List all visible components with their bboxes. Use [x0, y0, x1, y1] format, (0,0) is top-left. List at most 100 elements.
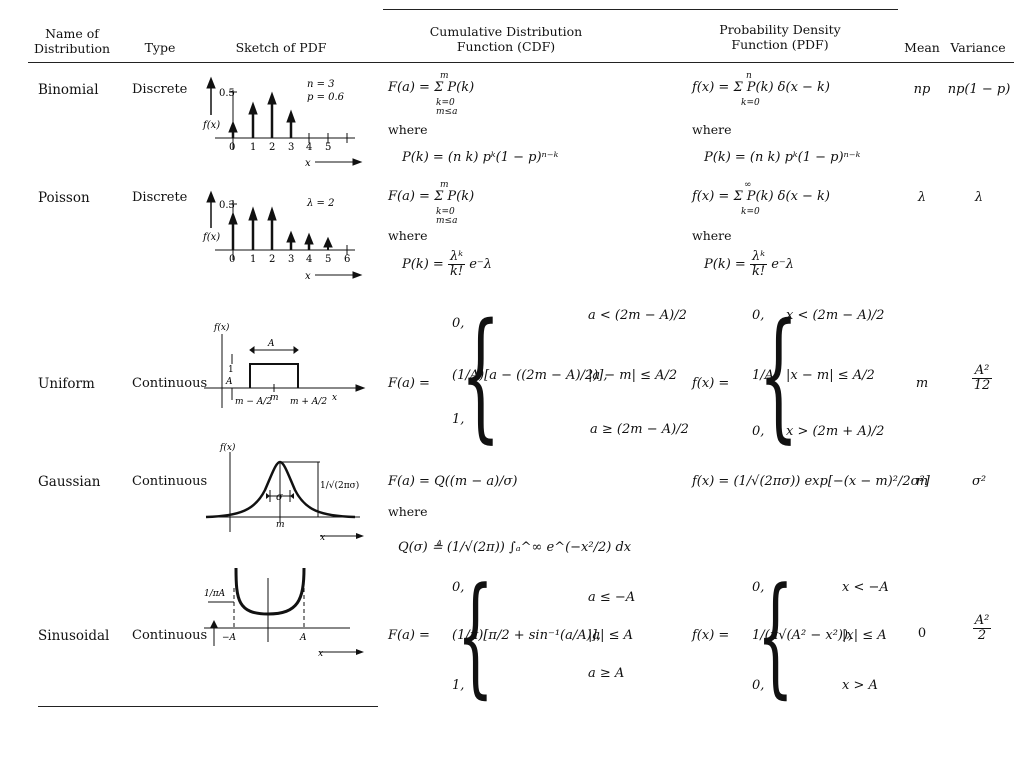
variance-den: 12	[973, 378, 991, 393]
uniform-cdf-c1-cond: a < (2m − A)/2	[588, 308, 687, 323]
sinusoidal-cdf-c3-cond: a ≥ A	[588, 666, 625, 681]
sketch-ytick: 1/πA	[204, 589, 226, 599]
binomial-cdf-sum-cond: m≤a	[436, 107, 458, 117]
row-name-gaussian: Gaussian	[38, 474, 101, 490]
sinusoidal-pdf-c3: 0,	[752, 678, 765, 693]
row-name-uniform: Uniform	[38, 376, 95, 392]
tick-label: 5	[325, 142, 331, 153]
sketch-center: m	[270, 393, 279, 403]
gaussian-q: Q(σ) ≜ (1/√(2π)) ∫ₐ^∞ e^(−x²/2) dx	[398, 540, 632, 555]
uniform-cdf-c1: 0,	[452, 316, 465, 331]
header-rule	[28, 62, 1014, 63]
uniform-pdf-c3-cond: x > (2m + A)/2	[786, 424, 885, 439]
sinusoidal-pdf-c1-cond: x < −A	[842, 580, 889, 595]
uniform-pdf-lhs: f(x) =	[692, 376, 730, 391]
poisson-pdf: f(x) = Σ P(k) δ(x − k)	[692, 189, 831, 204]
header-mean: Mean	[904, 40, 940, 55]
poisson-cdf-sum-cond: m≤a	[436, 216, 458, 226]
sinusoidal-pdf-c1: 0,	[752, 580, 765, 595]
sketch-gaussian: f(x) σ m 1/√(2πσ) x	[205, 442, 364, 543]
poisson-cdf-sum-top: m	[440, 180, 449, 190]
header-cdf: Cumulative Distribution Function (CDF)	[429, 24, 583, 54]
sketch-height-den: A	[225, 377, 233, 387]
pk-num: λᵏ	[447, 250, 466, 265]
tick-label: 0	[229, 254, 235, 265]
poisson-cdf: F(a) = Σ P(k)	[388, 189, 475, 204]
uniform-cdf-c2-cond: |a − m| ≤ A/2	[588, 368, 678, 383]
pk-right: e⁻λ	[771, 257, 794, 272]
binomial-cdf-where: where	[388, 122, 428, 137]
pk-left: P(k) =	[402, 257, 444, 272]
binomial-pdf-pk: P(k) = (n k) pᵏ(1 − p)ⁿ⁻ᵏ	[704, 150, 861, 165]
pk-den: k!	[449, 264, 464, 279]
binomial-pdf-sum-bottom: k=0	[741, 98, 760, 108]
binomial-cdf-pk: P(k) = (n k) pᵏ(1 − p)ⁿ⁻ᵏ	[402, 150, 559, 165]
sinusoidal-cdf-c1-cond: a ≤ −A	[588, 590, 636, 605]
tick-label: 3	[288, 142, 294, 153]
pk-left: P(k) =	[704, 257, 746, 272]
sinusoidal-mean: 0	[917, 626, 927, 641]
sketch-right: A	[299, 633, 307, 643]
sketch-binomial: 0.5 f(x) n = 3 p = 0.6 0 1 2 3 4 5 x	[202, 76, 363, 169]
header-sketch: Sketch of PDF	[235, 40, 327, 55]
row-name-sinusoidal: Sinusoidal	[38, 628, 110, 644]
sketch-ylabel: f(x)	[219, 442, 236, 453]
uniform-cdf-lhs: F(a) =	[388, 376, 430, 391]
row-type-uniform: Continuous	[132, 376, 208, 391]
binomial-mean: np	[913, 82, 931, 97]
sketch-right: m + A/2	[290, 397, 327, 407]
sketch-sigma: σ	[276, 492, 284, 503]
row-type-poisson: Discrete	[132, 190, 188, 205]
sketch-param-n: n = 3	[307, 79, 335, 90]
tick-label: 6	[344, 254, 350, 265]
sketch-sinusoidal: 1/πA −A A x	[204, 567, 364, 659]
variance-den: 2	[977, 628, 987, 643]
binomial-cdf-sum-bottom: k=0	[436, 98, 455, 108]
sketch-xlabel: x	[320, 533, 325, 543]
header-name: Name of Distribution	[33, 26, 111, 56]
sketch-ytick: 0.5	[219, 88, 235, 99]
variance-num: A²	[972, 613, 992, 629]
sinusoidal-cdf-c2-cond: |a| ≤ A	[588, 628, 634, 643]
sketch-uniform: f(x) A 1 A m − A/2 m m + A/2 x	[204, 322, 366, 408]
poisson-mean: λ	[917, 190, 927, 205]
sketch-center: m	[276, 520, 285, 530]
sketch-param-lambda: λ = 2	[306, 198, 334, 209]
tick-label: 2	[269, 254, 275, 265]
uniform-cdf-c3-cond: a ≥ (2m − A)/2	[590, 422, 689, 437]
sinusoidal-pdf-brace: {	[756, 559, 794, 711]
sketch-width: A	[267, 339, 275, 349]
sketch-left: m − A/2	[235, 397, 272, 407]
gaussian-pdf: f(x) = (1/√(2πσ)) exp[−(x − m)²/2σ²]	[692, 474, 930, 489]
uniform-pdf-c1: 0,	[752, 308, 765, 323]
sketch-xlabel: x	[318, 649, 323, 659]
sketch-ylabel: f(x)	[202, 232, 220, 243]
uniform-cdf-c3: 1,	[452, 412, 465, 427]
uniform-pdf-c1-cond: x < (2m − A)/2	[786, 308, 885, 323]
sketch-left: −A	[222, 633, 237, 643]
sinusoidal-cdf-c2: (1/π)[π/2 + sin⁻¹(a/A)],	[452, 628, 601, 643]
row-type-binomial: Discrete	[132, 82, 188, 97]
sketch-ylabel: f(x)	[202, 120, 220, 131]
binomial-pdf: f(x) = Σ P(k) δ(x − k)	[692, 80, 831, 95]
poisson-pdf-sum-top: ∞	[744, 180, 752, 190]
uniform-pdf-c3: 0,	[752, 424, 765, 439]
sketch-xlabel: x	[305, 158, 311, 169]
poisson-variance: λ	[974, 190, 984, 205]
sinusoidal-cdf-c1: 0,	[452, 580, 465, 595]
sinusoidal-pdf-c2: 1/(π√(A² − x²)),	[752, 628, 853, 643]
tick-label: 2	[269, 142, 275, 153]
sketch-xlabel: x	[332, 393, 337, 403]
sketch-peak: 1/√(2πσ)	[320, 480, 359, 491]
gaussian-cdf-where: where	[388, 504, 428, 519]
binomial-cdf: F(a) = Σ P(k)	[388, 80, 475, 95]
gaussian-cdf: F(a) = Q((m − a)/σ)	[388, 474, 518, 489]
sketch-param-p: p = 0.6	[307, 92, 345, 103]
gaussian-variance: σ²	[971, 474, 987, 489]
header-variance: Variance	[950, 40, 1006, 55]
sinusoidal-cdf-c3: 1,	[452, 678, 465, 693]
row-type-sinusoidal: Continuous	[132, 628, 208, 643]
